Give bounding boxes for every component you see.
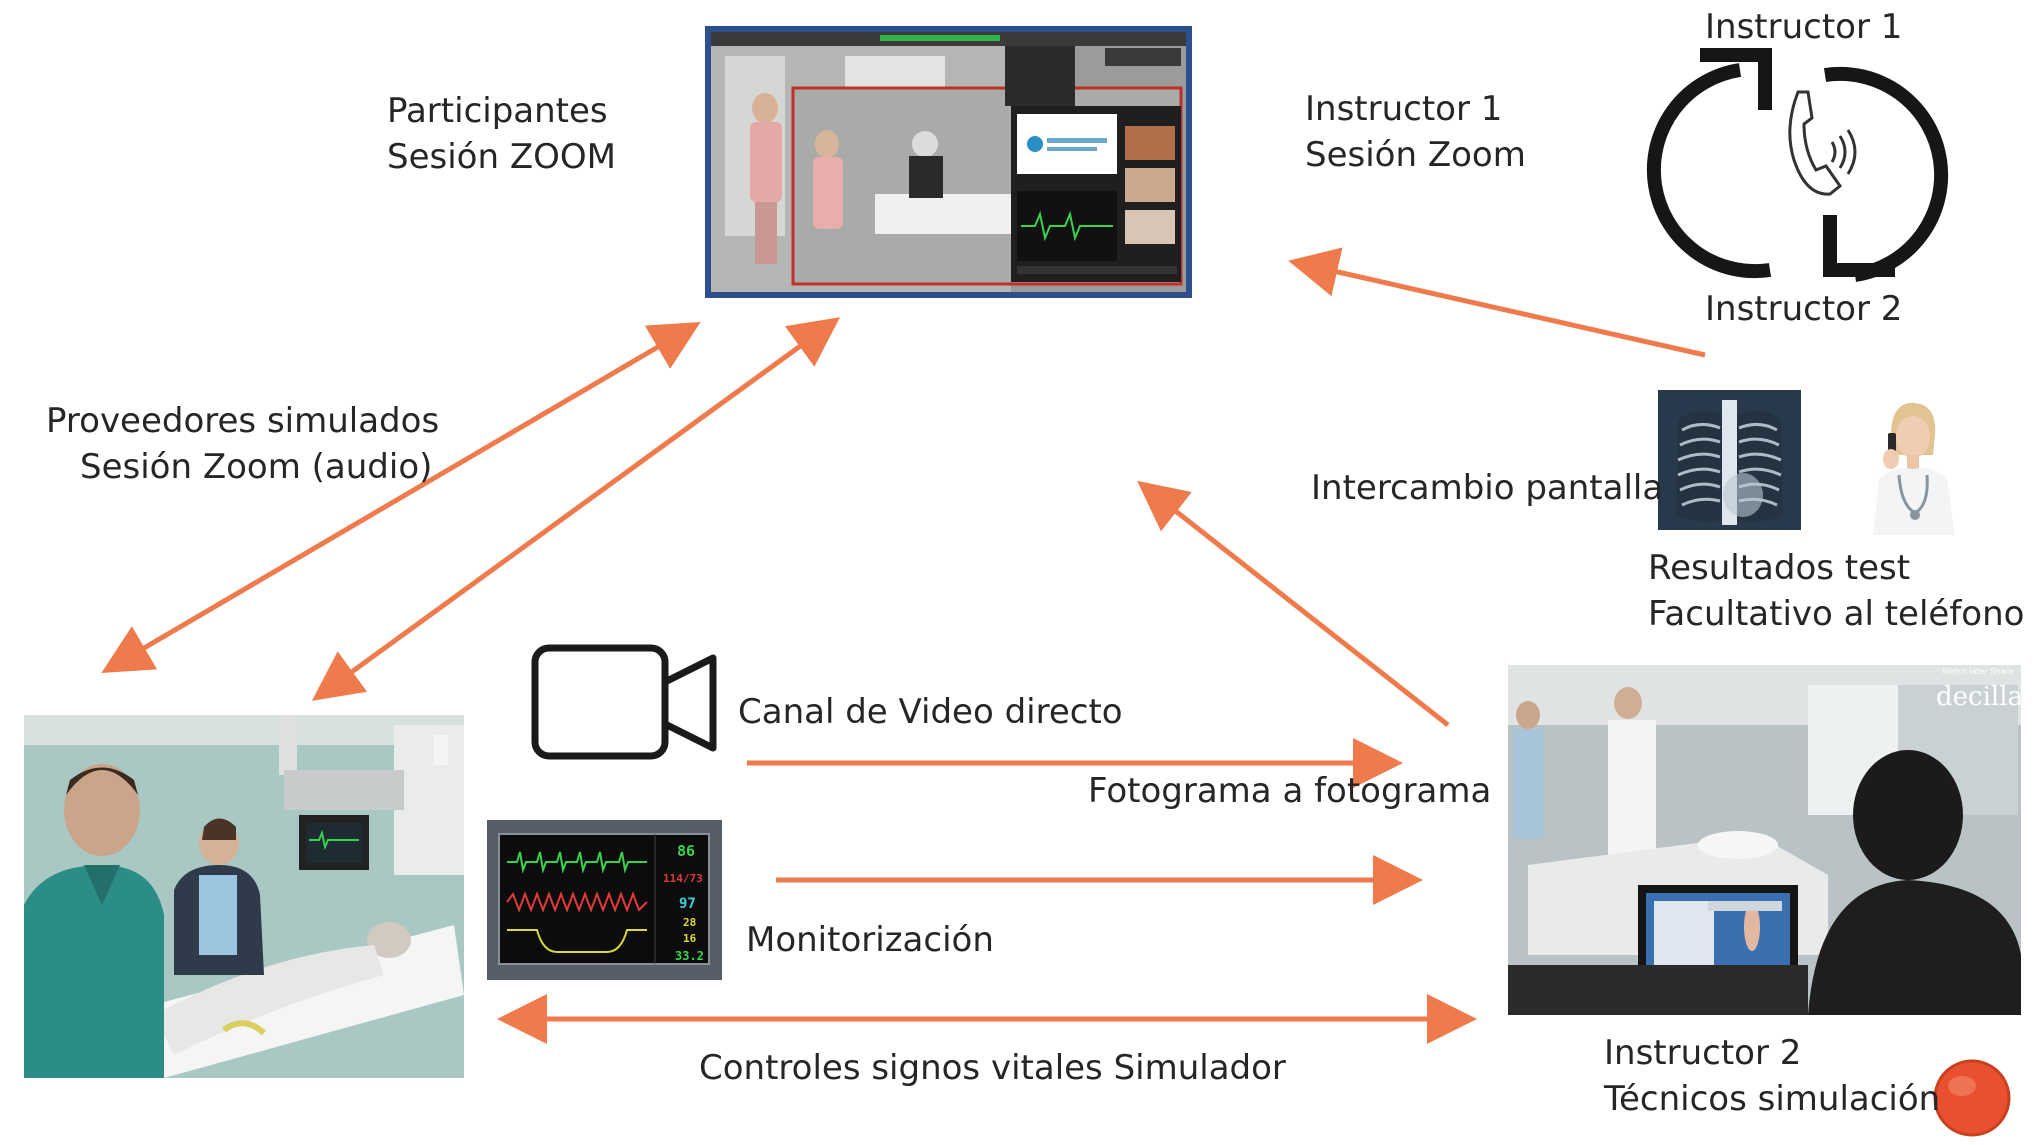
arrow-proveedores-zoom — [110, 327, 692, 668]
cycle-top-label: Instructor 1 — [1705, 4, 1902, 50]
canal-video-label: Canal de Video directo — [738, 689, 1123, 735]
instructor2-tecnicos-label: Instructor 2 Técnicos simulación — [1604, 1030, 1940, 1122]
participantes-label: Participantes Sesión ZOOM — [387, 88, 616, 180]
arrow-instructor1-zoom — [1298, 263, 1705, 355]
video-camera-icon — [535, 648, 713, 756]
phone-icon — [1790, 92, 1855, 194]
record-circle-icon — [1935, 1061, 2009, 1135]
resultados-label: Resultados test Facultativo al teléfono — [1648, 545, 2024, 637]
cycle-bottom-label: Instructor 2 — [1705, 286, 1902, 332]
arrow-participantes-room — [320, 323, 832, 695]
intercambio-label: Intercambio pantalla — [1311, 465, 1663, 511]
monitorizacion-label: Monitorización — [746, 917, 994, 963]
controles-label: Controles signos vitales Simulador — [699, 1045, 1286, 1091]
instructor1-zoom-label: Instructor 1 Sesión Zoom — [1305, 86, 1526, 178]
arrow-intercambio-pantalla — [1145, 487, 1448, 725]
fotograma-label: Fotograma a fotograma — [1088, 768, 1491, 814]
proveedores-label: Proveedores simulados Sesión Zoom (audio… — [46, 398, 439, 490]
